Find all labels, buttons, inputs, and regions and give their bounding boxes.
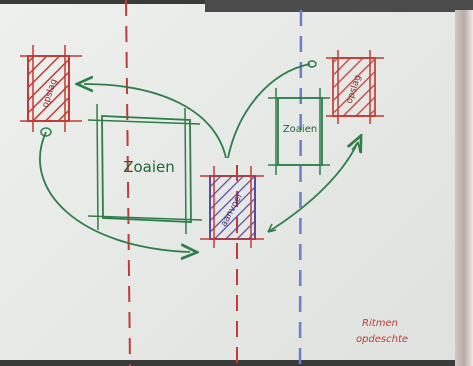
green-box-left: Zoaien [88, 104, 202, 234]
flow-arrow-left-loop [40, 132, 190, 252]
axis-line-red-left [126, 0, 130, 366]
flow-arrow-right-to-center [228, 64, 310, 158]
caption-line-1: Ritmen [362, 318, 398, 329]
axis-line-blue [300, 10, 301, 366]
caption-line-2: opdeschte [356, 334, 408, 345]
red-block-right: opslag [326, 50, 384, 124]
green-box-right: Zoaien [268, 88, 330, 175]
red-block-left: opslag [20, 45, 82, 132]
right-box-label: Zoaien [283, 124, 317, 135]
flow-arrow-double [268, 142, 358, 232]
left-box-label: Zoaien [123, 158, 175, 176]
purple-block: aanvoer [200, 166, 264, 248]
